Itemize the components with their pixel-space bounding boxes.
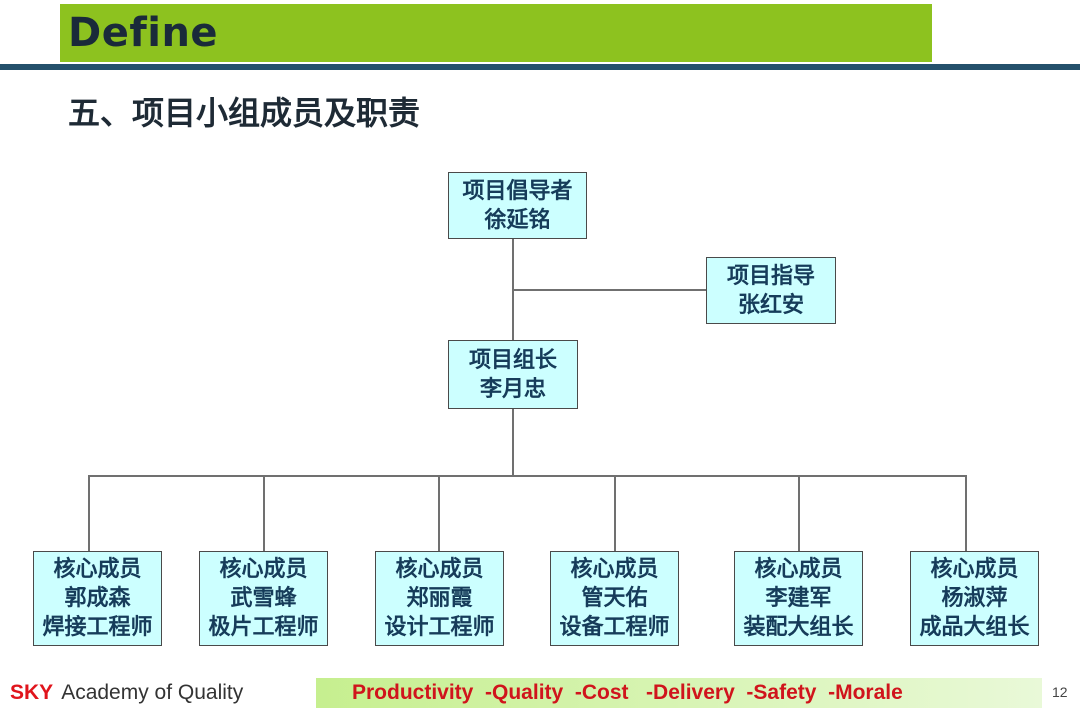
member-role: 核心成员 — [53, 557, 142, 582]
member-box: 核心成员 郭成森 焊接工程师 — [33, 551, 162, 646]
member-role: 核心成员 — [754, 557, 843, 582]
sponsor-name: 徐延铭 — [484, 207, 551, 233]
member-box: 核心成员 李建军 装配大组长 — [734, 551, 863, 646]
sponsor-role: 项目倡导者 — [462, 178, 573, 204]
advisor-box: 项目指导 张红安 — [706, 257, 836, 324]
member-box: 核心成员 管天佑 设备工程师 — [550, 551, 679, 646]
page-number: 12 — [1052, 684, 1068, 700]
connector-member-3 — [438, 475, 440, 552]
connector-member-1 — [88, 475, 90, 552]
member-title: 极片工程师 — [208, 615, 319, 640]
member-title: 设计工程师 — [384, 615, 495, 640]
connector-member-2 — [263, 475, 265, 552]
section-title: 五、项目小组成员及职责 — [68, 94, 421, 132]
leader-name: 李月忠 — [479, 376, 546, 402]
member-name: 管天佑 — [581, 586, 648, 611]
connector-members-horizontal — [88, 475, 967, 477]
brand-academy: Academy of Quality — [61, 681, 244, 704]
member-title: 设备工程师 — [559, 615, 670, 640]
member-role: 核心成员 — [219, 557, 308, 582]
connector-member-6 — [965, 475, 967, 552]
header-divider — [0, 64, 1080, 70]
member-title: 成品大组长 — [919, 615, 1030, 640]
footer-brand: SKY Academy of Quality — [10, 680, 243, 706]
member-role: 核心成员 — [570, 557, 659, 582]
connector-leader-down — [512, 408, 514, 476]
advisor-role: 项目指导 — [726, 263, 815, 289]
member-role: 核心成员 — [395, 557, 484, 582]
advisor-name: 张红安 — [737, 292, 804, 318]
member-name: 郭成森 — [64, 586, 131, 611]
sponsor-box: 项目倡导者 徐延铭 — [448, 172, 587, 239]
member-box: 核心成员 杨淑萍 成品大组长 — [910, 551, 1039, 646]
member-box: 核心成员 郑丽霞 设计工程师 — [375, 551, 504, 646]
connector-to-advisor — [512, 289, 707, 291]
title-banner — [60, 4, 932, 62]
connector-member-5 — [798, 475, 800, 552]
leader-box: 项目组长 李月忠 — [448, 340, 578, 409]
footer-slogan: Productivity -Quality -Cost -Delivery -S… — [352, 681, 903, 704]
member-name: 杨淑萍 — [941, 586, 1008, 611]
leader-role: 项目组长 — [468, 347, 557, 373]
connector-member-4 — [614, 475, 616, 552]
member-title: 焊接工程师 — [42, 615, 153, 640]
brand-sky: SKY — [10, 681, 54, 704]
member-box: 核心成员 武雪蜂 极片工程师 — [199, 551, 328, 646]
member-name: 李建军 — [765, 586, 832, 611]
member-role: 核心成员 — [930, 557, 1019, 582]
footer-slogan-bar — [316, 678, 1042, 708]
slide-title: Define — [68, 10, 219, 56]
member-title: 装配大组长 — [743, 615, 854, 640]
member-name: 武雪蜂 — [230, 586, 297, 611]
member-name: 郑丽霞 — [406, 586, 473, 611]
